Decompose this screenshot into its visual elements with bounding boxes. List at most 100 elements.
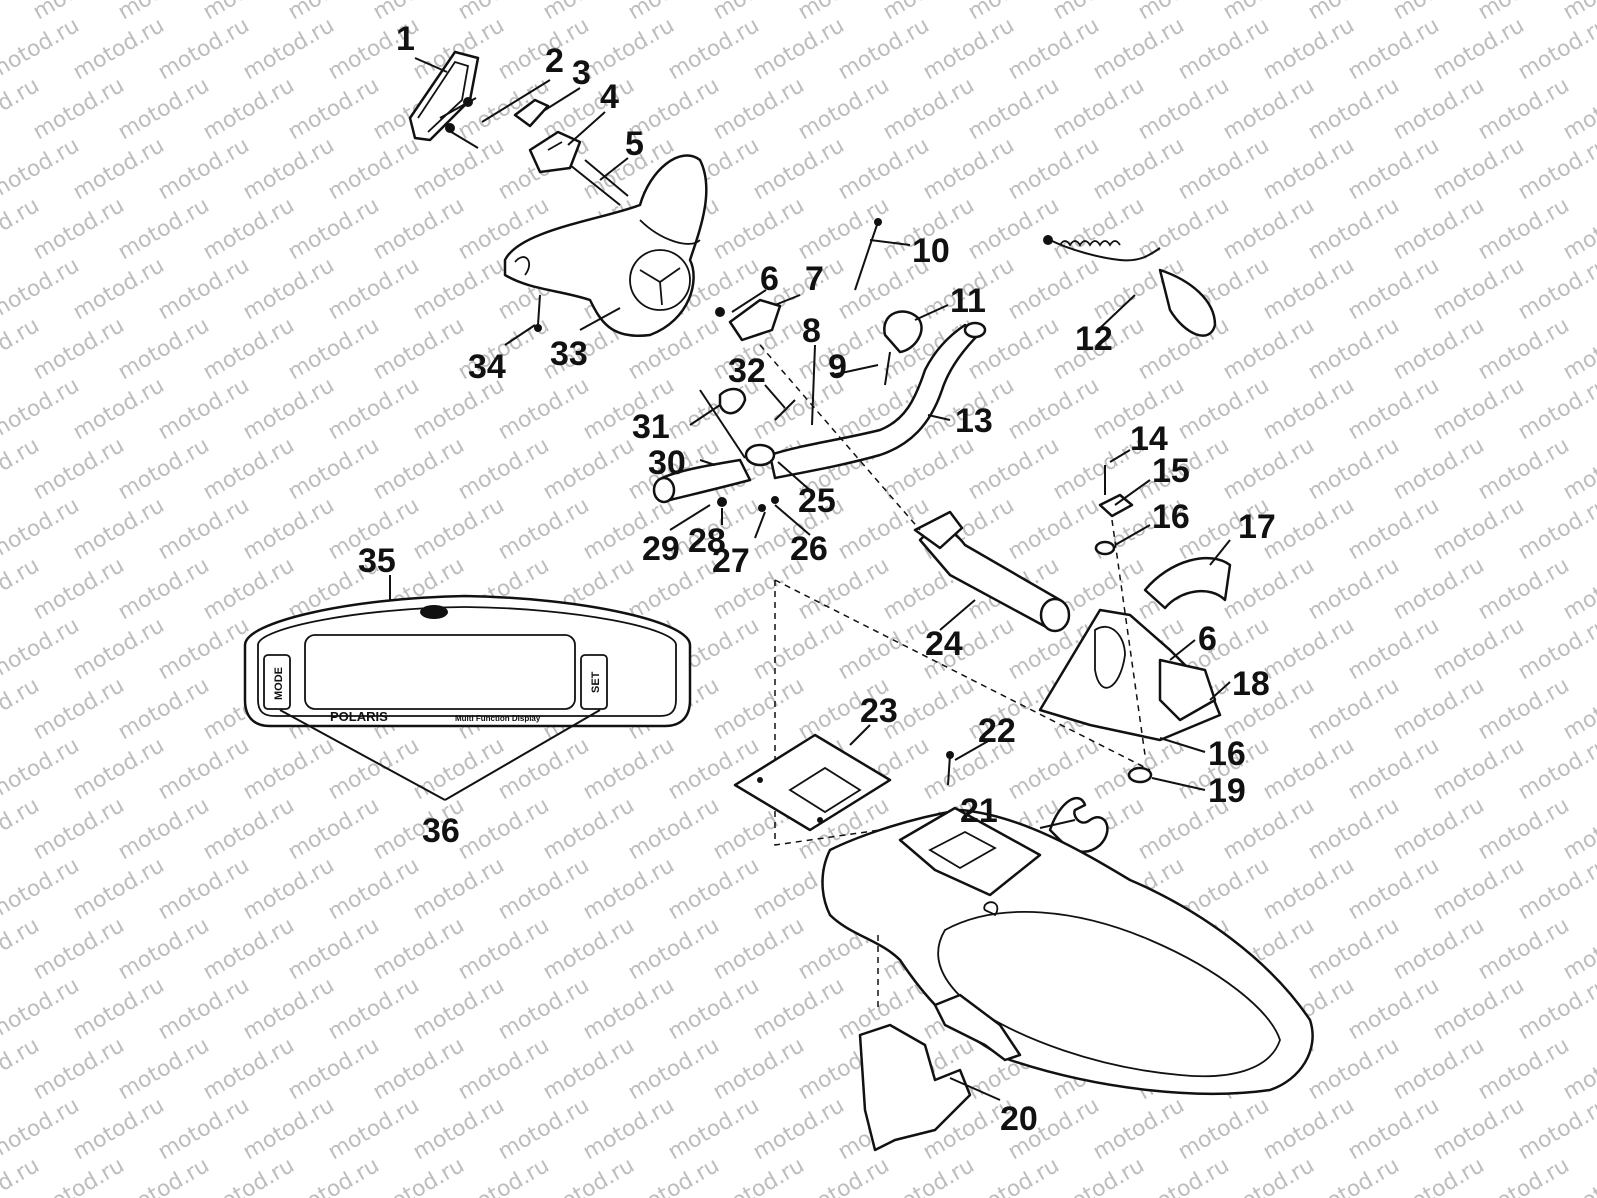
- part-18-steering-base: [1038, 519, 1222, 756]
- watermark-text: motod.ru: [454, 793, 554, 865]
- callout-25: 25: [798, 482, 836, 520]
- watermark-text: motod.ru: [1429, 493, 1529, 565]
- watermark-text: motod.ru: [114, 73, 214, 145]
- watermark-text: motod.ru: [284, 73, 384, 145]
- watermark-text: motod.ru: [1004, 13, 1104, 85]
- part-12-lanyard: [1043, 235, 1217, 337]
- callout-19: 19: [1208, 772, 1246, 810]
- watermark-text: motod.ru: [1219, 553, 1319, 625]
- watermark-text: motod.ru: [1389, 793, 1489, 865]
- watermark-text: motod.ru: [1514, 973, 1597, 1045]
- watermark-text: motod.ru: [1429, 133, 1529, 205]
- watermark-text: motod.ru: [1049, 193, 1149, 265]
- watermark-text: motod.ru: [1304, 73, 1404, 145]
- watermark-text: motod.ru: [834, 13, 934, 85]
- watermark-text: motod.ru: [154, 733, 254, 805]
- watermark-text: motod.ru: [239, 13, 339, 85]
- watermark-text: motod.ru: [409, 253, 509, 325]
- watermark-text: motod.ru: [369, 1033, 469, 1105]
- watermark-text: motod.ru: [69, 373, 169, 445]
- watermark-text: motod.ru: [1429, 613, 1529, 685]
- watermark-text: motod.ru: [1514, 1093, 1597, 1165]
- watermark-text: motod.ru: [1174, 1093, 1274, 1165]
- watermark-text: motod.ru: [1514, 133, 1597, 205]
- watermark-text: motod.ru: [624, 1033, 724, 1105]
- watermark-text: motod.ru: [199, 913, 299, 985]
- watermark-text: motod.ru: [199, 313, 299, 385]
- watermark-text: motod.ru: [1174, 373, 1274, 445]
- callout-8: 8: [802, 312, 821, 350]
- watermark-text: motod.ru: [154, 493, 254, 565]
- callout-11: 11: [950, 282, 986, 320]
- watermark-text: motod.ru: [324, 373, 424, 445]
- watermark-text: motod.ru: [1259, 1093, 1359, 1165]
- watermark-text: motod.ru: [539, 793, 639, 865]
- part-5-shaft: [569, 159, 629, 206]
- callout-23: 23: [860, 692, 898, 730]
- watermark-text: motod.ru: [1344, 1093, 1444, 1165]
- watermark-text: motod.ru: [1259, 253, 1359, 325]
- watermark-text: motod.ru: [114, 313, 214, 385]
- watermark-text: motod.ru: [579, 13, 679, 85]
- watermark-text: motod.ru: [709, 913, 809, 985]
- part-13-handlebar: [768, 321, 987, 480]
- callout-26: 26: [790, 530, 828, 568]
- watermark-text: motod.ru: [964, 193, 1064, 265]
- watermark-text: motod.ru: [1174, 133, 1274, 205]
- part-23-plate: [733, 579, 1151, 846]
- watermark-text: motod.ru: [1344, 613, 1444, 685]
- watermark-text: motod.ru: [199, 1033, 299, 1105]
- watermark-text: motod.ru: [494, 373, 594, 445]
- watermark-text: motod.ru: [369, 913, 469, 985]
- watermark-text: motod.ru: [494, 973, 594, 1045]
- watermark-text: motod.ru: [624, 793, 724, 865]
- watermark-text: motod.ru: [1089, 1093, 1189, 1165]
- watermark-text: motod.ru: [579, 1093, 679, 1165]
- watermark-text: motod.ru: [964, 433, 1064, 505]
- callout-32: 32: [728, 352, 766, 390]
- watermark-text: motod.ru: [919, 13, 1019, 85]
- watermark-text: motod.ru: [964, 73, 1064, 145]
- watermark-text: motod.ru: [1474, 913, 1574, 985]
- display-mode-button-label: MODE: [273, 667, 285, 700]
- watermark-text: motod.ru: [749, 613, 849, 685]
- watermark-text: motod.ru: [324, 133, 424, 205]
- callout-13: 13: [955, 402, 993, 440]
- watermark-text: motod.ru: [1259, 613, 1359, 685]
- watermark-text: motod.ru: [1259, 733, 1359, 805]
- watermark-text: motod.ru: [69, 733, 169, 805]
- watermark-text: motod.ru: [29, 193, 129, 265]
- watermark-text: motod.ru: [1389, 913, 1489, 985]
- watermark-text: motod.ru: [409, 493, 509, 565]
- watermark-text: motod.ru: [1429, 373, 1529, 445]
- watermark-text: motod.ru: [409, 853, 509, 925]
- watermark-text: motod.ru: [709, 193, 809, 265]
- watermark-text: motod.ru: [494, 733, 594, 805]
- watermark-text: motod.ru: [1474, 1033, 1574, 1105]
- part-9-lever: [884, 351, 891, 386]
- watermark-text: motod.ru: [369, 433, 469, 505]
- watermark-text: motod.ru: [69, 253, 169, 325]
- callout-33: 33: [550, 335, 588, 373]
- watermark-text: motod.ru: [154, 613, 254, 685]
- watermark-text: motod.ru: [1219, 313, 1319, 385]
- part-3-bracket: [513, 98, 550, 128]
- watermark-text: motod.ru: [1304, 793, 1404, 865]
- watermark-text: motod.ru: [1474, 73, 1574, 145]
- watermark-text: motod.ru: [369, 193, 469, 265]
- watermark-text: motod.ru: [749, 133, 849, 205]
- callout-labels: 1 2 3 4 5 6 7 8 9 10 11 12 13 14 15 16 1…: [358, 20, 1276, 1138]
- watermark-text: motod.ru: [1514, 373, 1597, 445]
- callout-17: 17: [1238, 508, 1276, 546]
- part-33-handlebar-pod: [503, 154, 708, 338]
- watermark-text: motod.ru: [579, 973, 679, 1045]
- watermark-text: motod.ru: [1514, 13, 1597, 85]
- watermark-text: motod.ru: [1474, 433, 1574, 505]
- watermark-text: motod.ru: [1004, 253, 1104, 325]
- watermark-text: motod.ru: [834, 613, 934, 685]
- callout-36: 36: [422, 812, 460, 850]
- watermark-text: motod.ru: [1429, 733, 1529, 805]
- watermark-text: motod.ru: [239, 853, 339, 925]
- watermark-text: motod.ru: [1259, 133, 1359, 205]
- watermark-text: motod.ru: [709, 1033, 809, 1105]
